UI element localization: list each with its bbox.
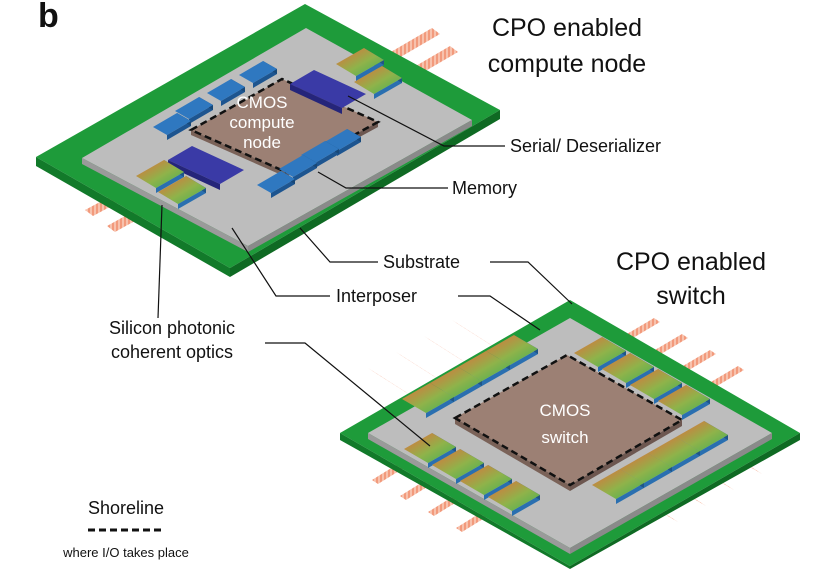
serdes-block — [168, 146, 244, 184]
memory-block — [153, 113, 191, 135]
photonic-optic — [432, 449, 484, 479]
cmos-switch-line2: switch — [541, 428, 588, 447]
fiber — [396, 352, 446, 384]
photonic-optic — [486, 335, 538, 365]
compute-memory-blocks — [153, 61, 361, 198]
memory-block — [239, 61, 277, 83]
cmos-compute-line2: compute — [229, 113, 294, 132]
cmos-compute-line1: CMOS — [237, 93, 288, 112]
compute-title-line1: CPO enabled — [492, 14, 642, 42]
photonic-optic — [602, 353, 654, 383]
photonic-optic — [402, 383, 454, 413]
photonic-leader-up — [157, 204, 163, 319]
photonic-optic — [158, 176, 206, 204]
photonic-leader-down — [265, 342, 431, 447]
photonic-optic — [648, 437, 700, 467]
switch-title-line2: switch — [656, 282, 725, 310]
compute-title-line2: compute node — [488, 50, 646, 78]
photonic-optic — [430, 367, 482, 397]
legend-description: where I/O takes place — [62, 545, 189, 560]
photonic-optic — [574, 337, 626, 367]
photonic-optic — [630, 369, 682, 399]
serdes-label: Serial/ Deserializer — [510, 136, 661, 156]
substrate-leader-left — [299, 227, 378, 263]
photonic-optic — [658, 385, 710, 415]
interposer-label: Interposer — [336, 286, 417, 306]
substrate-leader-right — [490, 261, 573, 305]
photonic-optic — [488, 481, 540, 511]
photonic-optic — [592, 469, 644, 499]
interposer-leader-left — [231, 227, 330, 297]
memory-block — [207, 79, 245, 101]
panel-letter: b — [38, 0, 59, 35]
fiber — [452, 320, 502, 352]
photonic-label-line2: coherent optics — [111, 342, 233, 362]
photonic-optic — [404, 433, 456, 463]
memory-block — [279, 155, 317, 177]
photonic-optic — [136, 160, 184, 188]
switch-optics — [402, 335, 728, 516]
photonic-optic — [354, 66, 402, 94]
interposer-leader-right — [458, 295, 541, 331]
photonic-optic — [460, 465, 512, 495]
substrate-label: Substrate — [383, 252, 460, 272]
photonic-optic — [676, 421, 728, 451]
compute-optics — [136, 48, 402, 209]
serdes-leader — [347, 95, 505, 147]
memory-block — [175, 97, 213, 119]
photonic-label-line1: Silicon photonic — [109, 318, 235, 338]
photonic-optic — [620, 453, 672, 483]
memory-leader — [317, 171, 448, 189]
compute-shoreline — [188, 77, 381, 174]
serdes-block — [290, 70, 366, 108]
fiber — [424, 336, 474, 368]
compute-node-package — [36, 4, 500, 277]
switch-title-line1: CPO enabled — [616, 248, 766, 276]
cmos-switch-line1: CMOS — [540, 401, 591, 420]
switch-package — [340, 300, 800, 569]
legend-shoreline-label: Shoreline — [88, 498, 164, 518]
shoreline-legend: Shoreline where I/O takes place — [62, 498, 189, 560]
photonic-optic — [458, 351, 510, 381]
memory-block — [301, 141, 339, 163]
leader-lines — [157, 95, 573, 447]
photonic-optic — [336, 48, 384, 76]
memory-block — [257, 171, 295, 193]
memory-label: Memory — [452, 178, 517, 198]
fiber — [368, 368, 418, 400]
switch-shoreline — [452, 353, 685, 487]
cmos-compute-line3: node — [243, 133, 281, 152]
